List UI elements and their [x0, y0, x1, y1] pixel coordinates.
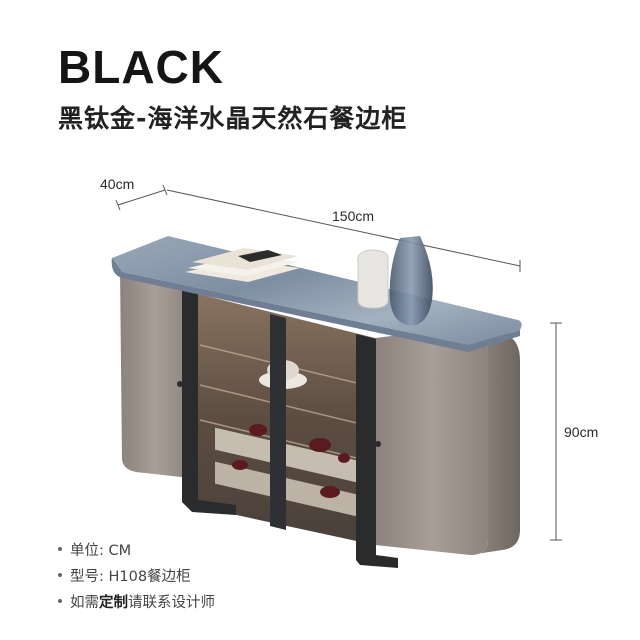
product-subtitle: 黑钛金-海洋水晶天然石餐边柜 — [58, 104, 408, 133]
bullet-icon — [58, 599, 62, 603]
left-door-handle[interactable] — [177, 381, 183, 387]
marble-top-edge — [111, 258, 520, 352]
spec-model-text: 型号: H108餐边柜 — [70, 568, 191, 585]
wine-rack — [215, 427, 360, 518]
wine-bottles — [232, 424, 350, 498]
bullet-icon — [58, 547, 62, 551]
height-label: 90cm — [564, 424, 599, 440]
metal-frame — [182, 290, 398, 568]
spec-list: 单位: CM 型号: H108餐边柜 如需 定制 请联系设计师 — [58, 536, 215, 614]
spec-unit-text: 单位: CM — [70, 542, 132, 559]
glass-vase — [389, 236, 433, 326]
book-stack — [185, 248, 300, 282]
spec-custom-bold: 定制 — [99, 594, 128, 611]
bullet-icon — [58, 573, 62, 577]
cabinet-right-door — [375, 327, 488, 555]
spec-model: 型号: H108餐边柜 — [58, 562, 215, 588]
spec-custom-suffix: 请联系设计师 — [128, 594, 215, 611]
cabinet-right-end — [470, 327, 520, 555]
width-dimension-line — [166, 189, 521, 272]
width-label: 150cm — [332, 208, 375, 224]
height-dimension-line — [550, 322, 562, 541]
white-vase — [357, 249, 389, 309]
spec-custom: 如需 定制 请联系设计师 — [58, 588, 215, 614]
spec-custom-prefix: 如需 — [70, 594, 99, 611]
depth-dimension-line — [115, 184, 168, 211]
cabinet-left-side — [120, 268, 190, 478]
depth-label: 40cm — [100, 176, 135, 192]
product-title: BLACK — [58, 41, 224, 93]
right-door-handle[interactable] — [375, 441, 381, 447]
spec-unit: 单位: CM — [58, 536, 215, 562]
